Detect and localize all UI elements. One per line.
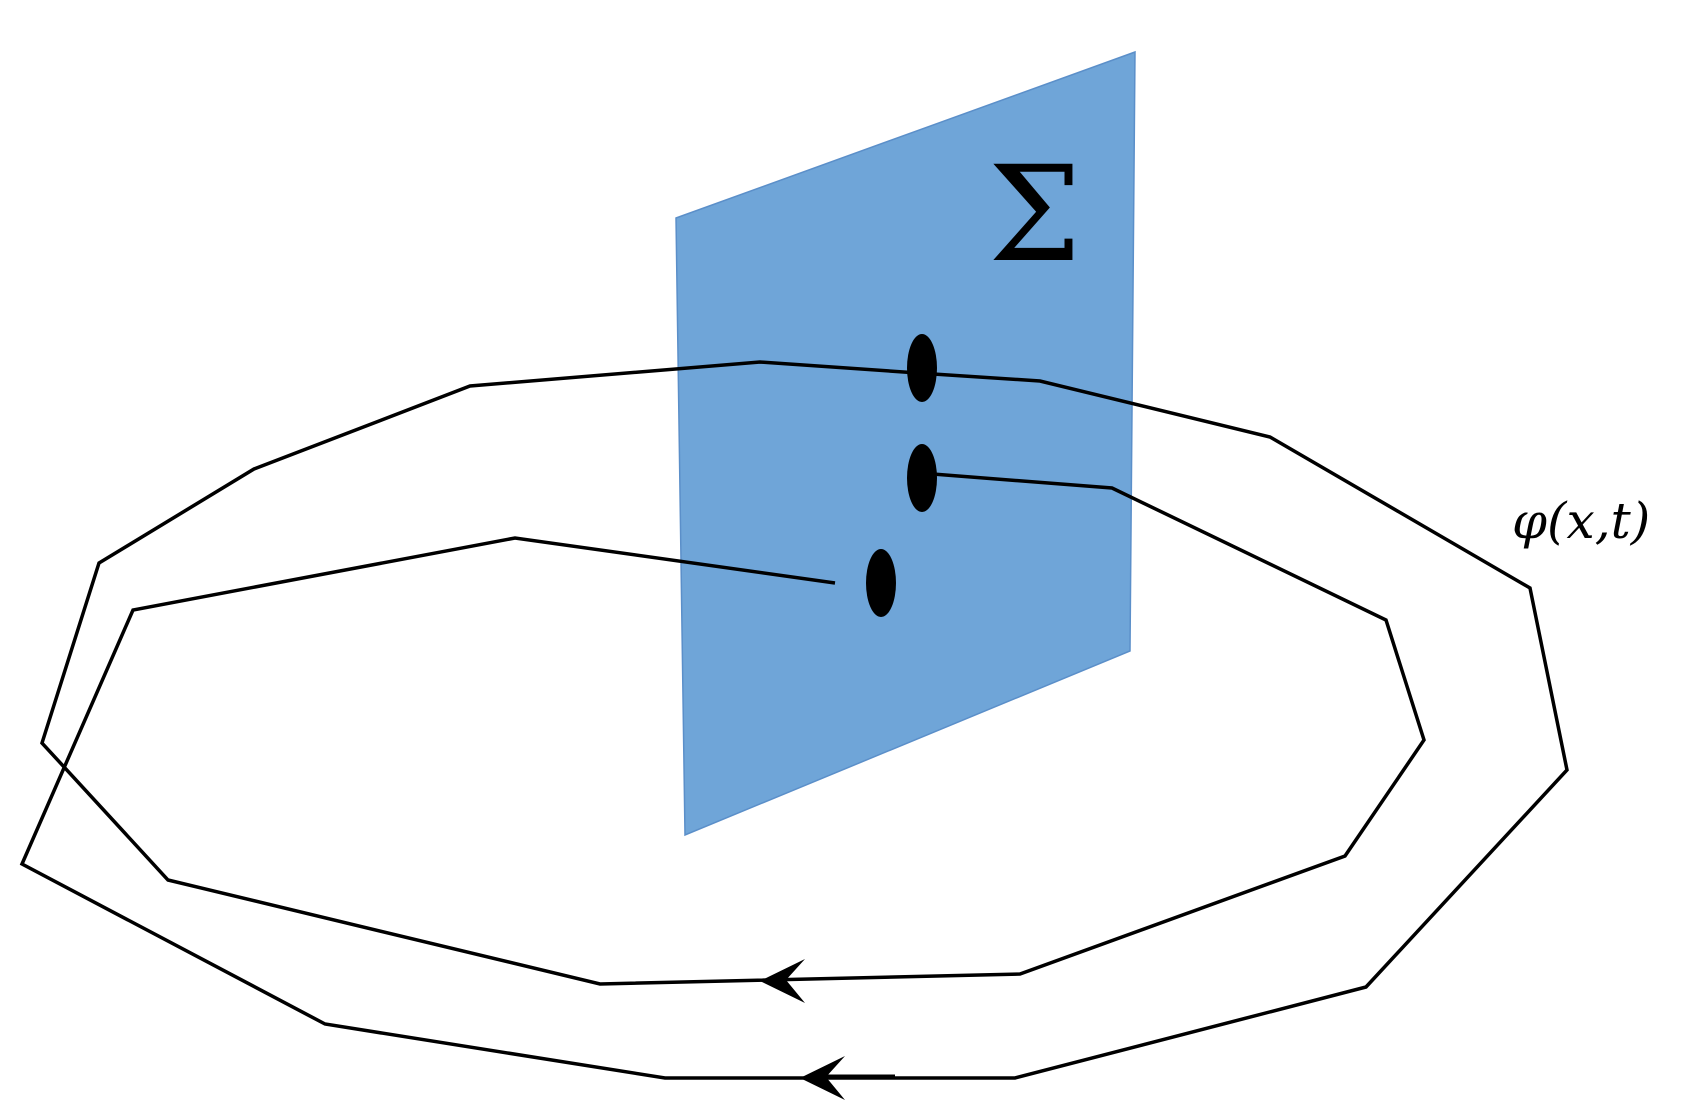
- trajectory-label: φ(x,t): [1512, 492, 1650, 550]
- direction-arrow-outer: [800, 1056, 845, 1100]
- section-label: Σ: [988, 138, 1081, 292]
- intersection-point-bottom: [866, 549, 896, 617]
- intersection-point-middle: [907, 444, 937, 512]
- trajectory-curve: [19, 360, 1569, 1080]
- section-plane: [675, 50, 1136, 837]
- direction-arrow-inner: [760, 959, 805, 1003]
- intersection-point-top: [907, 334, 937, 402]
